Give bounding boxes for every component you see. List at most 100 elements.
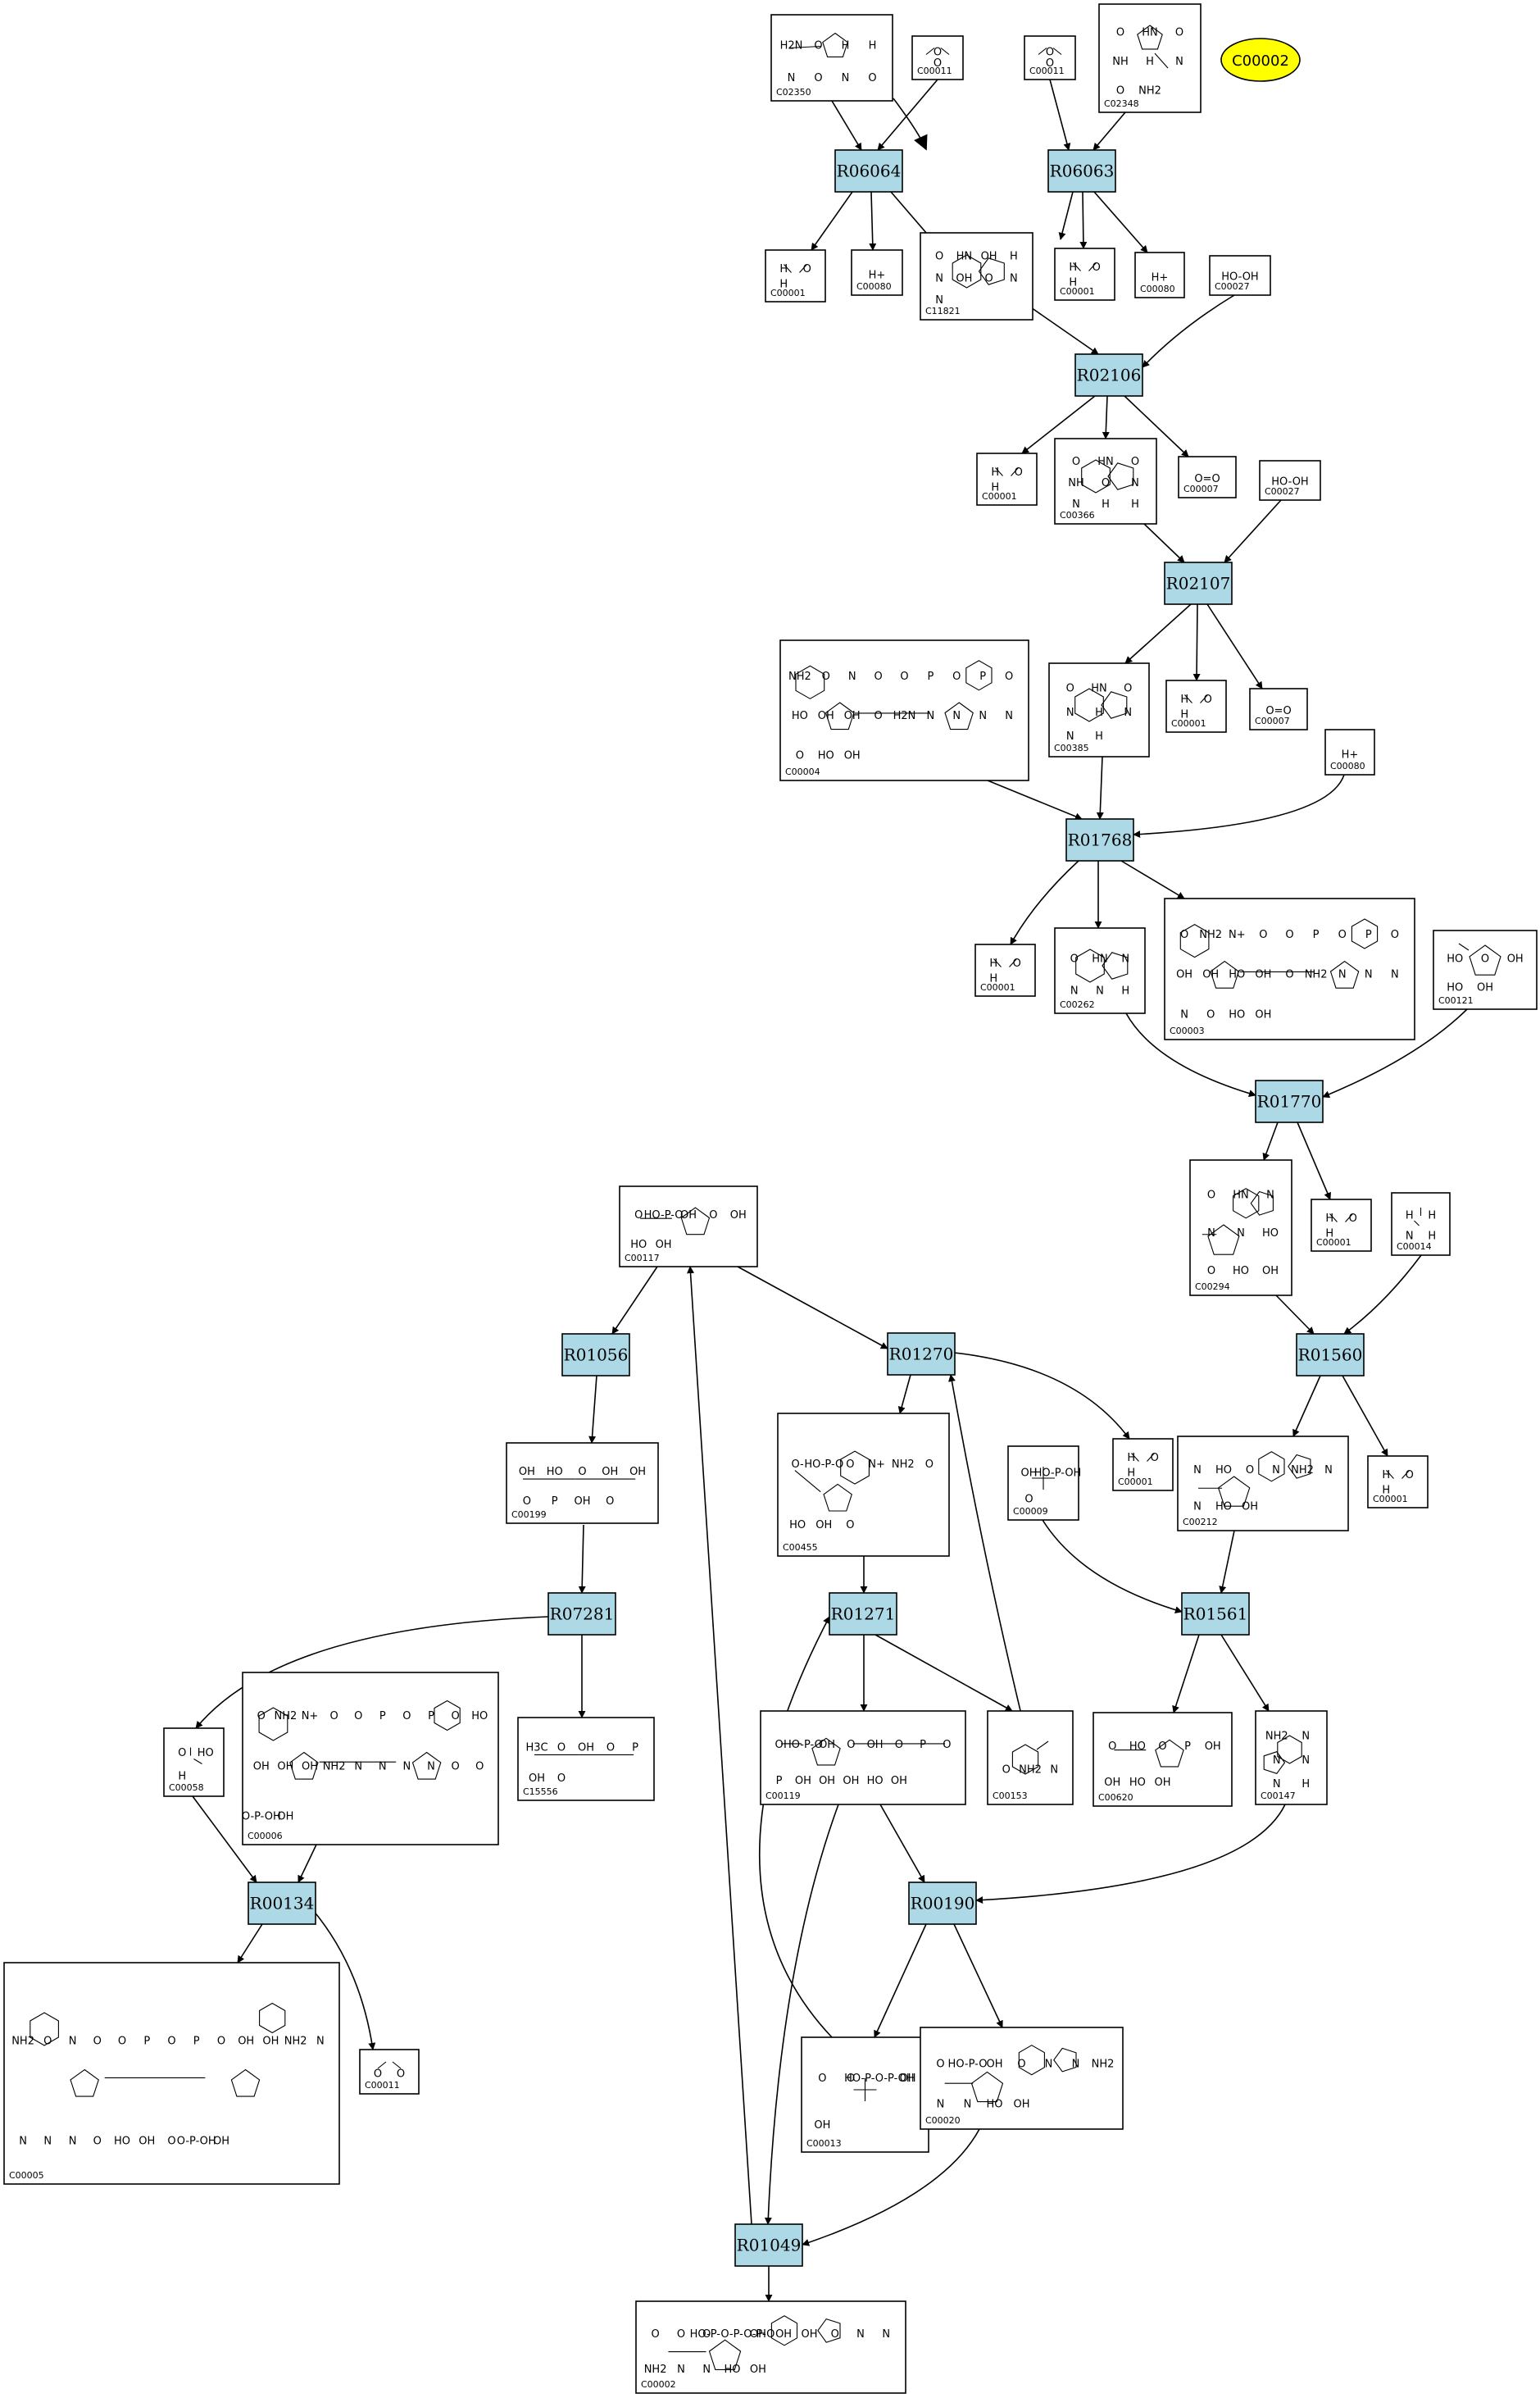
compound-c00080[interactable]: H+C00080 (1134, 252, 1185, 298)
reaction-r02107[interactable]: R02107 (1164, 562, 1233, 605)
atom-label: O (354, 1710, 362, 1722)
compound-id: C00199 (511, 1509, 547, 1520)
structure-h2o (1184, 694, 1208, 703)
reaction-id: R01768 (1068, 830, 1133, 850)
atom-label: OH (302, 1760, 318, 1772)
atom-label: O (1116, 27, 1124, 39)
compound-c00080[interactable]: H+C00080 (1324, 729, 1375, 776)
atom-label: O (984, 272, 993, 284)
reaction-r01056[interactable]: R01056 (561, 1333, 630, 1376)
atom-label: P (193, 2035, 200, 2047)
atom-label: O=O (1194, 473, 1220, 485)
reaction-r06064[interactable]: R06064 (834, 149, 903, 193)
reaction-r01768[interactable]: R01768 (1065, 818, 1134, 862)
atom-label: OH (277, 1811, 293, 1823)
reaction-box (547, 1592, 616, 1636)
reaction-r01770[interactable]: R01770 (1255, 1080, 1324, 1123)
atom-label: O (1093, 262, 1101, 274)
compound-box (779, 639, 1029, 781)
start-marker[interactable]: C00002 (1220, 38, 1301, 82)
reaction-r02106[interactable]: R02106 (1074, 353, 1143, 397)
edge-21 (987, 780, 1083, 821)
reaction-r01270[interactable]: R01270 (887, 1332, 956, 1376)
atom-label: H (1302, 1778, 1310, 1791)
edge-12 (1021, 395, 1096, 454)
atom-label: N (69, 2035, 77, 2047)
atom-label: O (167, 2135, 175, 2147)
reaction-r00190[interactable]: R00190 (908, 1882, 977, 1925)
atom-label: O (775, 1739, 783, 1751)
reaction-edges (192, 79, 1468, 2302)
compound-id: C00121 (1438, 995, 1474, 1006)
reaction-r06063[interactable]: R06063 (1047, 149, 1116, 193)
compound-box (1054, 248, 1115, 301)
compound-box (1093, 1712, 1233, 1807)
reaction-box (1255, 1080, 1324, 1123)
atom-label: N (882, 2328, 890, 2341)
reaction-r01049[interactable]: R01049 (734, 2223, 803, 2267)
reaction-r01271[interactable]: R01271 (829, 1592, 897, 1636)
compound-box (760, 1710, 966, 1805)
structure-nucleoside (944, 2045, 1077, 2103)
edge-57 (874, 1923, 927, 2038)
atom-label: OH (1507, 953, 1524, 966)
atom-label: OH (844, 710, 861, 722)
reaction-r01561[interactable]: R01561 (1181, 1592, 1250, 1636)
atom-label: H (991, 482, 999, 494)
atom-label: H+ (1152, 271, 1169, 284)
reaction-box (908, 1882, 977, 1925)
atom-label: P (1365, 929, 1372, 941)
atom-label: OH (891, 1775, 907, 1787)
compound-c00080[interactable]: H+C00080 (851, 249, 903, 296)
reaction-r07281[interactable]: R07281 (547, 1592, 616, 1636)
atom-label: H (779, 278, 788, 290)
reaction-r00134[interactable]: R00134 (248, 1882, 316, 1925)
atom-label: O (257, 1710, 266, 1722)
compound-id: C00001 (1171, 718, 1206, 729)
edge-14 (1124, 395, 1189, 457)
reaction-r01560[interactable]: R01560 (1296, 1333, 1365, 1376)
